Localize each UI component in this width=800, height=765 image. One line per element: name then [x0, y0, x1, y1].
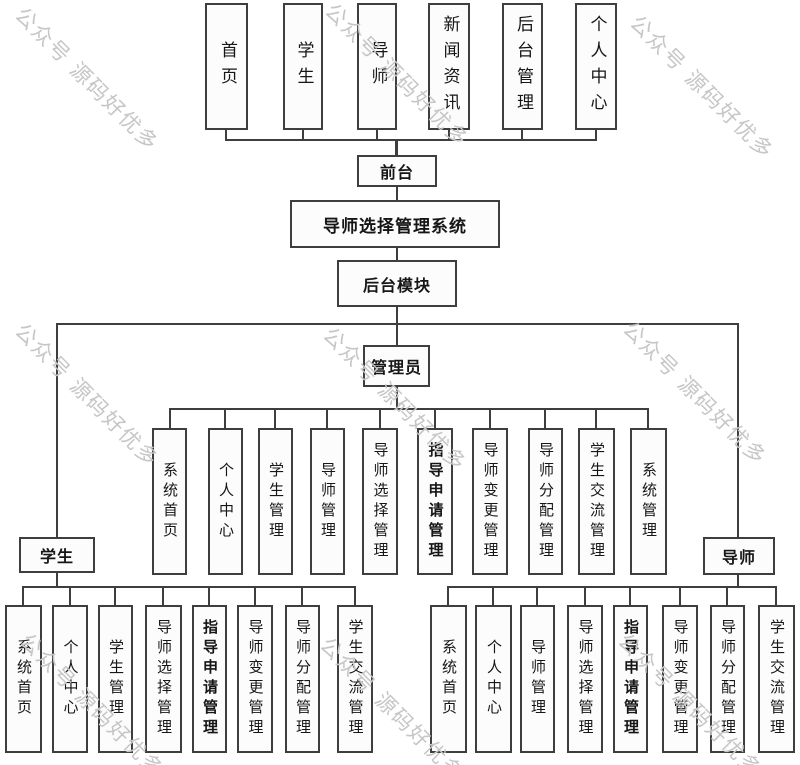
- admin-node-system-home: 系统首页: [152, 428, 187, 575]
- admin-node-personal-center: 个人中心: [208, 428, 243, 575]
- node-backend-admin: 后台管理: [502, 3, 543, 130]
- connector-line: [162, 586, 164, 606]
- connector-line: [448, 130, 450, 141]
- admin-node-guide-apply-mgmt: 指导申请管理: [417, 428, 453, 575]
- node-front-stage: 前台: [357, 155, 437, 187]
- connector-line: [396, 187, 398, 201]
- connector-line: [726, 586, 728, 606]
- connector-line: [595, 408, 597, 429]
- connector-line: [447, 586, 777, 588]
- connector-line: [225, 139, 597, 141]
- admin-node-mentor-change-mgmt: 导师变更管理: [472, 428, 508, 575]
- connector-line: [169, 408, 649, 410]
- connector-line: [647, 408, 649, 429]
- connector-line: [492, 586, 494, 606]
- connector-line: [301, 586, 303, 606]
- watermark-text: 公众号 源码好优多: [625, 10, 779, 165]
- connector-line: [224, 408, 226, 429]
- connector-line: [326, 408, 328, 429]
- node-mentor-role: 导师: [703, 537, 775, 575]
- connector-line: [679, 586, 681, 606]
- watermark-text: 公众号 源码好优多: [10, 2, 164, 157]
- node-student: 学生: [283, 3, 323, 130]
- watermark-text: 公众号 源码好优多: [10, 318, 164, 473]
- connector-line: [629, 586, 631, 606]
- connector-line: [56, 573, 58, 588]
- connector-line: [584, 586, 586, 606]
- connector-line: [737, 575, 739, 588]
- student-node-guide-apply-mgmt: 指导申请管理: [192, 605, 227, 753]
- node-system-title: 导师选择管理系统: [290, 200, 500, 248]
- connector-line: [447, 586, 449, 606]
- connector-line: [536, 586, 538, 606]
- connector-line: [396, 387, 398, 410]
- connector-line: [379, 408, 381, 429]
- connector-line: [396, 323, 398, 346]
- admin-node-system-mgmt: 系统管理: [630, 428, 667, 575]
- connector-line: [22, 586, 356, 588]
- node-admin-role: 管理员: [363, 345, 430, 387]
- connector-line: [396, 248, 398, 261]
- connector-line: [354, 586, 356, 606]
- node-backend-module: 后台模块: [337, 260, 457, 307]
- admin-node-mentor-mgmt: 导师管理: [310, 428, 345, 575]
- connector-line: [489, 408, 491, 429]
- node-personal-center: 个人中心: [575, 3, 617, 130]
- node-news: 新闻资讯: [428, 3, 470, 130]
- student-node-student-comm-mgmt: 学生交流管理: [337, 605, 373, 753]
- student-node-mentor-assign-mgmt: 导师分配管理: [285, 605, 320, 753]
- mentor-node-mentor-assign-mgmt: 导师分配管理: [710, 605, 745, 753]
- mentor-node-personal-center: 个人中心: [475, 605, 512, 753]
- admin-node-student-comm-mgmt: 学生交流管理: [578, 428, 615, 575]
- connector-line: [69, 586, 71, 606]
- connector-line: [302, 130, 304, 141]
- mentor-node-student-comm-mgmt: 学生交流管理: [758, 605, 795, 753]
- connector-line: [595, 130, 597, 141]
- admin-node-student-mgmt: 学生管理: [258, 428, 293, 575]
- connector-line: [22, 586, 24, 606]
- connector-line: [737, 323, 739, 538]
- student-node-mentor-change-mgmt: 导师变更管理: [237, 605, 273, 753]
- mentor-node-mentor-mgmt: 导师管理: [520, 605, 555, 753]
- connector-line: [225, 130, 227, 141]
- connector-line: [114, 586, 116, 606]
- student-node-personal-center: 个人中心: [52, 605, 88, 753]
- connector-line: [521, 130, 523, 141]
- connector-line: [376, 130, 378, 141]
- node-mentor: 导师: [357, 3, 397, 130]
- connector-line: [208, 586, 210, 606]
- connector-line: [775, 586, 777, 606]
- student-node-student-mgmt: 学生管理: [98, 605, 133, 753]
- node-student-role: 学生: [19, 537, 95, 573]
- connector-line: [169, 408, 171, 429]
- node-home: 首页: [205, 3, 248, 130]
- mentor-node-system-home: 系统首页: [430, 605, 467, 753]
- mentor-node-guide-apply-mgmt: 指导申请管理: [613, 605, 648, 753]
- connector-line: [56, 323, 58, 538]
- connector-line: [254, 586, 256, 606]
- connector-line: [434, 408, 436, 429]
- connector-line: [274, 408, 276, 429]
- admin-node-mentor-select-mgmt: 导师选择管理: [362, 428, 398, 575]
- mentor-node-mentor-select-mgmt: 导师选择管理: [567, 605, 603, 753]
- connector-line: [396, 307, 398, 325]
- mentor-node-mentor-change-mgmt: 导师变更管理: [662, 605, 698, 753]
- admin-node-mentor-assign-mgmt: 导师分配管理: [528, 428, 563, 575]
- connector-line: [395, 139, 398, 156]
- student-node-mentor-select-mgmt: 导师选择管理: [145, 605, 182, 753]
- student-node-system-home: 系统首页: [5, 605, 42, 753]
- connector-line: [544, 408, 546, 429]
